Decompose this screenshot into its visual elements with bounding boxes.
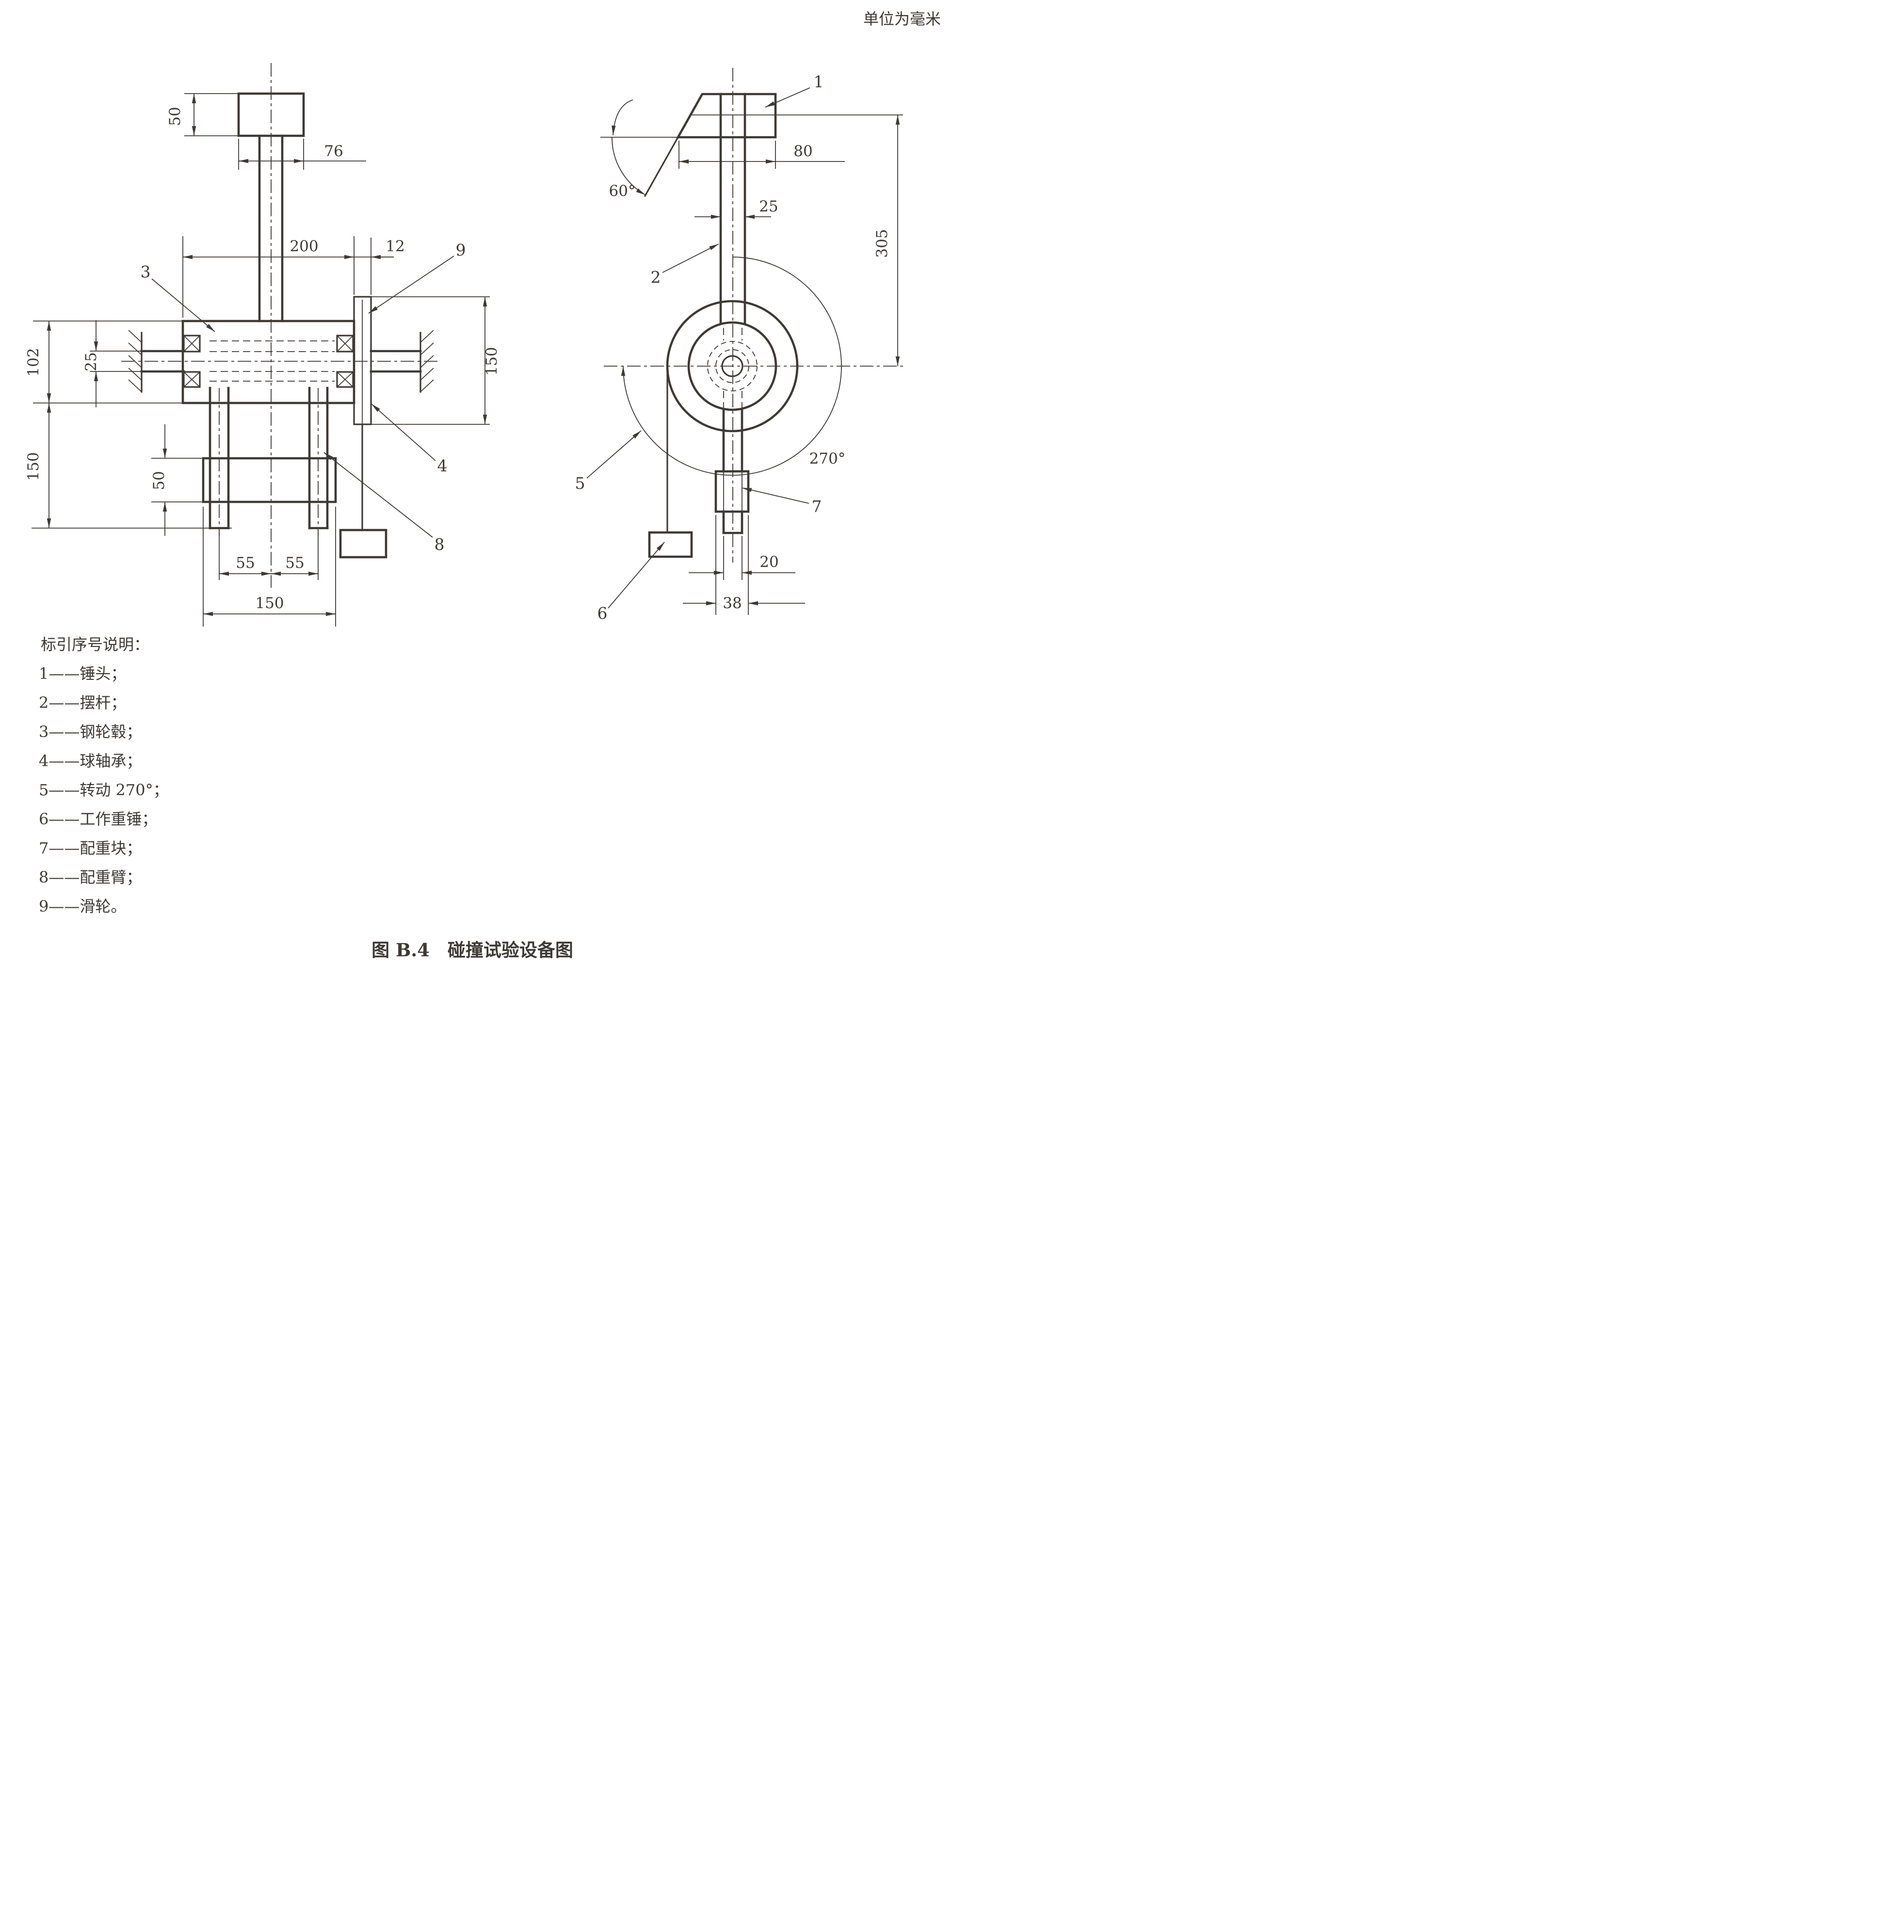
callout-arm: 8 xyxy=(323,452,445,554)
callout-bearing: 4 xyxy=(371,403,448,475)
working-weight-side xyxy=(648,531,693,558)
rotation-270-arc xyxy=(621,257,842,476)
counterweight-block xyxy=(714,470,750,513)
dim-block-width: 76 xyxy=(238,139,366,170)
arm-block xyxy=(202,457,337,503)
legend-item-1: 1——锤头； xyxy=(39,664,126,683)
dim-hub-width: 200 12 xyxy=(182,236,405,318)
dim-text-150-right: 150 xyxy=(483,347,500,375)
counterweight-assembly xyxy=(714,408,750,534)
dim-text-12: 12 xyxy=(386,238,404,255)
label-text-8: 8 xyxy=(435,535,445,554)
dim-text-305: 305 xyxy=(873,229,891,258)
legend-item-3: 3——钢轮毂； xyxy=(39,723,142,741)
dim-pulley-height: 150 xyxy=(483,297,500,424)
dim-hub-height: 102 xyxy=(25,321,51,403)
legend-title: 标引序号说明： xyxy=(41,635,149,654)
bolt-circle-outer xyxy=(707,341,758,391)
side-view: 60° 270° xyxy=(575,68,903,623)
bearing-upper-left-icon xyxy=(183,335,201,353)
wheel-boss-circle xyxy=(687,321,777,411)
dim-head-width: 80 xyxy=(678,141,845,169)
dim-text-60deg: 60° xyxy=(609,182,636,200)
dim-block-height: 50 xyxy=(166,93,239,136)
callout-pulley: 9 xyxy=(368,241,466,314)
bolt-circle-inner xyxy=(715,349,749,383)
left-shaft-support xyxy=(128,330,185,393)
dim-text-50-arm: 50 xyxy=(150,471,168,490)
right-wall-hatching xyxy=(420,330,434,392)
unit-note: 单位为毫米 xyxy=(863,10,941,28)
dim-text-80: 80 xyxy=(793,143,812,160)
dim-text-200: 200 xyxy=(290,238,318,255)
dim-arm-width: 150 xyxy=(203,507,336,627)
dim-text-25-side: 25 xyxy=(759,198,778,215)
legend: 标引序号说明： 1——锤头； 2——摆杆； 3——钢轮毂； 4——球轴承； 5—… xyxy=(39,635,169,916)
dim-text-76: 76 xyxy=(324,143,343,160)
face-angle-construction-line xyxy=(644,93,704,197)
legend-item-8: 8——配重臂； xyxy=(39,868,142,886)
hub-hidden-bore-lines xyxy=(210,340,335,382)
legend-item-9: 9——滑轮。 xyxy=(39,897,126,916)
label-text-3: 3 xyxy=(141,262,151,281)
dim-text-150-bottom: 150 xyxy=(255,595,284,612)
hammer-head-side xyxy=(676,93,777,139)
dim-text-50-top: 50 xyxy=(166,107,184,126)
label-text-2: 2 xyxy=(651,268,661,287)
legend-item-4: 4——球轴承； xyxy=(39,752,142,770)
dim-arm-block-height: 50 xyxy=(150,424,203,536)
front-view: 50 76 200 12 102 xyxy=(25,63,500,627)
shaft-circle xyxy=(721,355,743,377)
label-text-5: 5 xyxy=(575,474,585,493)
dim-text-150-left: 150 xyxy=(25,452,42,481)
dim-text-38: 38 xyxy=(723,595,742,612)
callout-working-weight: 6 xyxy=(597,542,665,623)
callout-pendulum-rod: 2 xyxy=(651,243,719,287)
drawing-page: 50 76 200 12 102 xyxy=(0,0,952,966)
dim-text-55-right: 55 xyxy=(285,554,304,572)
dim-rod-width: 25 xyxy=(694,198,778,219)
label-text-4: 4 xyxy=(437,456,448,475)
dim-weight-block-width: 38 xyxy=(683,515,805,615)
legend-item-6: 6——工作重锤； xyxy=(39,810,157,828)
dim-shaft-height: 25 xyxy=(82,320,142,407)
callout-rotation: 5 xyxy=(575,430,642,493)
legend-item-5: 5——转动 270°； xyxy=(39,781,169,799)
dim-arm-rod-width: 20 xyxy=(689,536,795,580)
swing-direction-arrow xyxy=(612,99,633,136)
dim-leg-spacing: 55 55 xyxy=(219,532,319,580)
hammer-block-front xyxy=(237,92,305,137)
label-text-7: 7 xyxy=(812,497,822,516)
bearing-lower-left-icon xyxy=(183,371,201,388)
dim-text-25-front: 25 xyxy=(82,352,100,371)
dim-text-270deg: 270° xyxy=(809,450,846,467)
impact-test-equipment-drawing: 50 76 200 12 102 xyxy=(25,10,941,961)
dim-drop-height: 150 xyxy=(25,403,51,528)
figure-caption: 图 B.4 碰撞试验设备图 xyxy=(371,939,573,961)
bearing-lower-right-icon xyxy=(336,371,354,388)
counterweight-arm xyxy=(32,386,337,530)
bearing-upper-right-icon xyxy=(336,335,354,353)
label-text-9: 9 xyxy=(456,241,466,259)
dim-text-20: 20 xyxy=(759,553,778,571)
ball-bearings xyxy=(183,335,354,388)
hidden-arm-rod-lines xyxy=(723,328,742,409)
dim-height-305: 305 xyxy=(873,115,900,366)
callout-hub: 3 xyxy=(141,262,215,332)
legend-item-2: 2——摆杆； xyxy=(39,693,126,712)
angle-60-arc xyxy=(612,137,646,195)
dim-text-55-left: 55 xyxy=(236,554,255,572)
dim-text-102: 102 xyxy=(25,348,42,376)
callout-hammer-head: 1 xyxy=(765,72,824,108)
callout-counterweight: 7 xyxy=(742,487,822,516)
right-shaft-support xyxy=(370,330,434,393)
label-text-6: 6 xyxy=(597,604,608,623)
working-weight-front xyxy=(339,529,387,559)
label-text-1: 1 xyxy=(814,72,824,91)
left-wall-hatching xyxy=(128,330,142,392)
legend-item-7: 7——配重块； xyxy=(39,839,142,857)
